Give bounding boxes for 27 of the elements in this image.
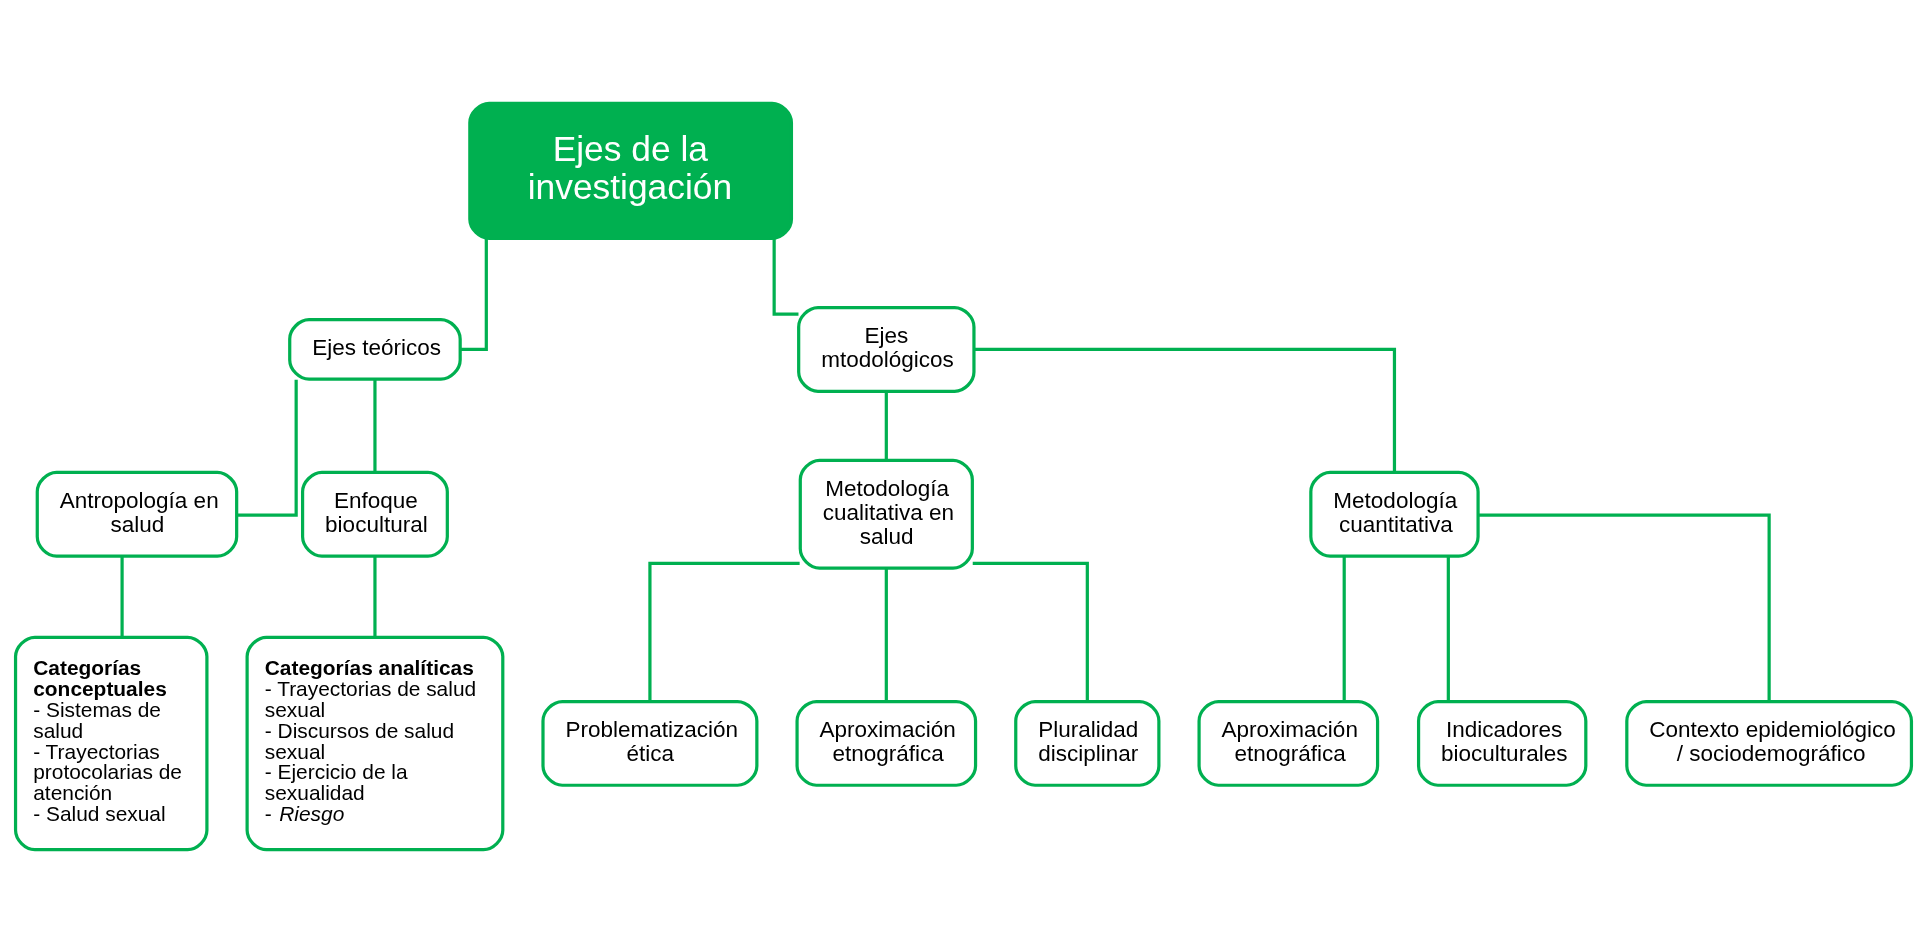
node-box: Pluralidad disciplinar xyxy=(1014,699,1161,787)
connector xyxy=(972,561,1089,701)
connector xyxy=(1342,555,1346,701)
node-box: Ejes teóricos xyxy=(288,317,462,381)
node-box: Contexto epidemiológico / sociodemográfico xyxy=(1625,699,1914,787)
node-box: Categorías analíticas - Trayectorias de salud sexual - Discursos de salud sexual - Ejercicio de la sexualidad - Riesgo xyxy=(245,635,505,851)
node-box: Metodología cualitativa en salud xyxy=(798,458,974,570)
connector xyxy=(884,568,888,701)
node-box: Indicadores bioculturales xyxy=(1416,699,1588,787)
connector xyxy=(373,555,377,637)
node-box: Categorías conceptuales - Sistemas de salud - Trayectorias protocolarias de atención - Salud sexual xyxy=(13,635,209,851)
connector xyxy=(884,391,888,460)
node-box: Metodología cuantitativa xyxy=(1309,470,1480,558)
node-box: Enfoque biocultural xyxy=(300,470,449,558)
connector xyxy=(1478,513,1771,702)
node-box: Problematización ética xyxy=(541,699,759,787)
node-box: Ejes de la investigación xyxy=(468,101,794,240)
connector xyxy=(648,561,800,701)
node-box: Aproximación etnográfica xyxy=(795,699,978,787)
connector xyxy=(974,347,1397,472)
connector xyxy=(373,379,377,472)
connector xyxy=(236,379,298,517)
node-box: Aproximación etnográfica xyxy=(1197,699,1380,787)
node-box: Antropología en salud xyxy=(35,470,239,558)
node-box: Ejes mtodológicos xyxy=(797,305,976,393)
connector xyxy=(1446,555,1450,701)
connector xyxy=(120,555,124,637)
